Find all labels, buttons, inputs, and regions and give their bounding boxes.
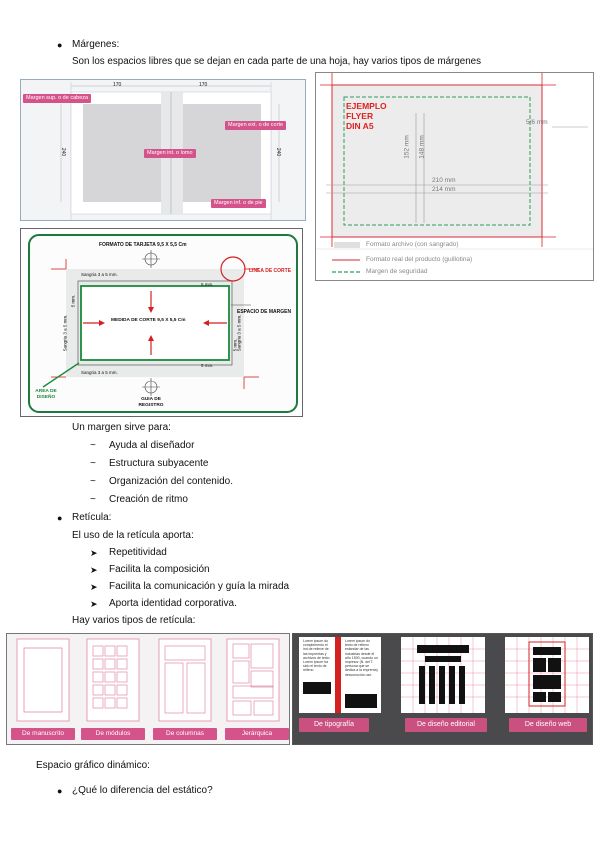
tilde-bullet-icon: ~: [90, 458, 96, 469]
mm5-top-label: 5 mm.: [201, 282, 214, 287]
arrow-bullet-icon: ➤: [90, 548, 98, 558]
flyer-drawing: [316, 73, 593, 273]
flyer-title-line: EJEMPLO: [346, 101, 387, 111]
grid-types-figure-2: Lorem ipsum do complemento el ind de rel…: [292, 633, 593, 745]
legend-bleed: Formato archivo (con sangrado): [366, 241, 459, 248]
reticula-heading: Retícula:: [72, 512, 112, 523]
espacio-margen-label: ESPACIO DE MARGEN: [237, 309, 292, 315]
reticula-tipos-text: Hay varios tipos de retícula:: [72, 615, 196, 626]
legend-trim: Formato real del producto (guillotina): [366, 256, 473, 263]
margin-inner-label: Margen int. o lomo: [144, 149, 196, 158]
spread-drawing: [21, 80, 305, 220]
margen-sirve-item: Creación de ritmo: [109, 494, 188, 505]
grid-types-drawing-1: [16, 638, 280, 722]
mm5-left-label: 5 mm.: [70, 294, 76, 308]
sangria-bottom-label: Sangria 3 a 5 mm.: [81, 370, 118, 375]
mm5-right-label: 5 mm.: [232, 338, 238, 352]
grid-type-label: De columnas: [153, 728, 217, 740]
arrow-bullet-icon: ➤: [90, 599, 98, 609]
tilde-bullet-icon: ~: [90, 494, 96, 505]
flyer-a5-figure: EJEMPLO FLYER DIN A5 210 mm 214 mm 152 m…: [315, 72, 594, 281]
flyer-title-line: FLYER: [346, 111, 374, 121]
arrow-bullet-icon: ➤: [90, 565, 98, 575]
bullet-icon: ●: [57, 40, 63, 50]
tilde-bullet-icon: ~: [90, 476, 96, 487]
grid-type-label: Jerárquica: [225, 728, 289, 740]
legend-safe: Margen de seguridad: [366, 268, 428, 275]
margins-spread-figure: 170 170 240 240 Margen sup. o de cabeza …: [20, 79, 306, 221]
sangria-left-label: Sangria 3 a 5 mm.: [62, 314, 68, 352]
margin-bottom-label: Margen inf. o de pie: [211, 199, 266, 208]
grid-types-figure-1: De manuscrito De módulos De columnas Jer…: [6, 633, 290, 745]
card-drawing: [28, 234, 298, 413]
margin-top-label: Margen sup. o de cabeza: [23, 94, 92, 103]
dim-214: 214 mm: [432, 186, 456, 193]
dim-5-6: 5/6 mm: [526, 119, 548, 126]
card-format-title: FORMATO DE TARJETA 9,5 X 5,5 Cm: [99, 242, 187, 248]
reticula-intro: El uso de la retícula aporta:: [72, 530, 194, 541]
dim-top-left: 170: [113, 82, 122, 88]
margin-outer-label: Margen ext. o de corte: [225, 121, 287, 130]
grid-type-label: De diseño web: [509, 718, 587, 732]
grid-type-label: De manuscrito: [11, 728, 75, 740]
reticula-item: Facilita la comunicación y guía la mirad…: [109, 581, 290, 592]
margenes-heading: Márgenes:: [72, 39, 120, 50]
dim-left: 240: [60, 147, 67, 157]
dim-148: 148 mm: [418, 135, 426, 159]
grid-type-label: De tipografía: [299, 718, 369, 732]
dinamico-heading: Espacio gráfico dinámico:: [36, 760, 150, 771]
reticula-item: Facilita la composición: [109, 564, 210, 575]
business-card-figure: FORMATO DE TARJETA 9,5 X 5,5 Cm LINEA DE…: [20, 228, 303, 417]
dim-right: 240: [275, 147, 282, 157]
margen-sirve-intro: Un margen sirve para:: [72, 422, 171, 433]
margen-sirve-item: Ayuda al diseñador: [109, 440, 195, 451]
grid-type-label: De diseño editorial: [405, 718, 487, 732]
dim-152: 152 mm: [403, 135, 411, 159]
flyer-title-line: DIN A5: [346, 121, 374, 131]
bullet-icon: ●: [57, 513, 63, 523]
area-diseno-label: AREA DE DISEÑO: [35, 389, 57, 400]
flyer-title: EJEMPLO FLYER DIN A5: [346, 101, 387, 131]
dim-210: 210 mm: [432, 177, 456, 184]
margenes-description: Son los espacios libres que se dejan en …: [72, 56, 482, 67]
sangria-top-label: Sangria 3 a 5 mm.: [81, 272, 118, 277]
margen-sirve-item: Organización del contenido.: [109, 476, 233, 487]
arrow-bullet-icon: ➤: [90, 582, 98, 592]
reticula-item: Repetitividad: [109, 547, 167, 558]
typo-sample-col1: Lorem ipsum do complemento el ind de rel…: [303, 639, 331, 673]
medida-corte-label: MEDIDA DE CORTE 9,5 X 5,5 Cm: [111, 318, 186, 323]
bullet-icon: ●: [57, 786, 63, 796]
reticula-item: Aporta identidad corporativa.: [109, 598, 237, 609]
dim-top-right: 170: [199, 82, 208, 88]
margen-sirve-item: Estructura subyacente: [109, 458, 209, 469]
dinamico-question: ¿Qué lo diferencia del estático?: [72, 785, 213, 796]
mm5-bottom-label: 5 mm.: [201, 363, 214, 368]
guia-registro-label: GUIA DE REGISTRO: [138, 397, 164, 408]
linea-corte-label: LINEA DE CORTE: [249, 268, 292, 274]
typo-sample-col2: Lorem ipsum do texto de relleno estándar…: [345, 639, 378, 677]
grid-type-label: De módulos: [81, 728, 145, 740]
tilde-bullet-icon: ~: [90, 440, 96, 451]
grid-types-drawing-2: [299, 637, 589, 713]
